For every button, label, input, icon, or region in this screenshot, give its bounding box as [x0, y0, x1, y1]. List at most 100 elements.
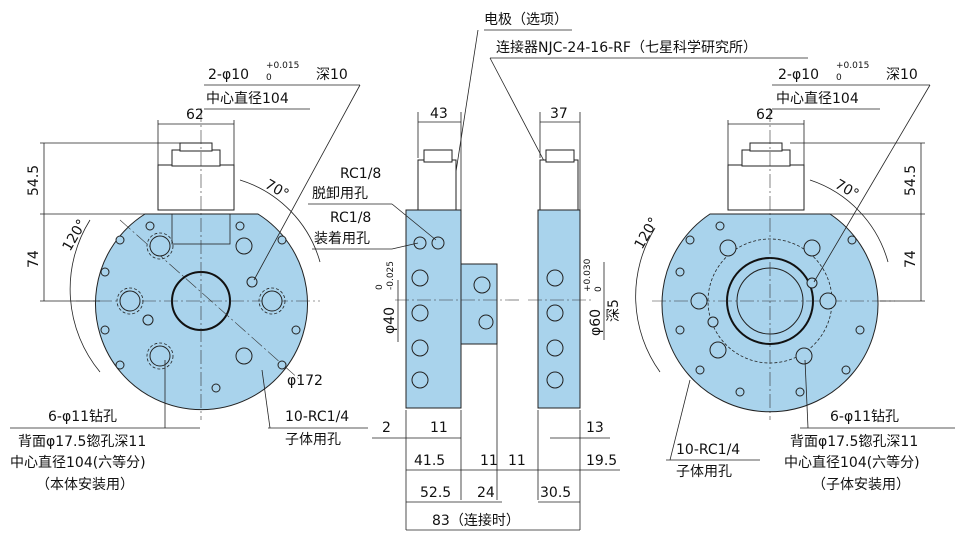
left-hole-f: [235, 347, 253, 365]
right-hole-e: [819, 292, 837, 310]
left-front-view: 62 54.5 74 120° 70° φ172 2-φ10 +0.015 0 …: [10, 61, 368, 493]
right-hole-pattern: [675, 221, 865, 397]
mid-dim-24: 24: [477, 485, 495, 501]
connector-label: 连接器NJC-24-16-RF（七星科学研究所）: [496, 39, 757, 56]
mid1-spigot-hole-1: [473, 276, 491, 294]
left-port-4: [115, 360, 125, 370]
right-hole-d: [803, 239, 821, 257]
left-arc-120: [69, 219, 101, 373]
left-pin-spec: 2-φ10: [208, 67, 249, 83]
mid1-connector: [417, 159, 457, 211]
right-drill-leader: [804, 359, 809, 429]
right-pin-spec: 2-φ10: [778, 67, 819, 83]
mid-rc1: RC1/8: [340, 166, 381, 182]
left-port-3: [100, 325, 110, 335]
right-drill-center: 中心直径104(六等分): [784, 454, 920, 471]
right-port-10: [685, 235, 695, 245]
right-angle-120: 120°: [632, 215, 663, 252]
mid-dim-11c: 11: [508, 453, 526, 469]
mid-dia-60: φ60: [588, 309, 604, 336]
right-connector-cap: [749, 142, 783, 152]
mid1-port-4: [411, 371, 429, 389]
left-port-1: [115, 235, 125, 245]
right-pin-tol-low: 0: [836, 73, 842, 83]
right-port-leader: [669, 379, 691, 461]
mid1-spigot-hole-2: [478, 314, 494, 330]
left-connector-top: [171, 149, 221, 167]
right-pin-center: 中心直径104: [776, 90, 859, 107]
mid-dim-43: 43: [430, 106, 448, 122]
left-angle-70: 70°: [262, 177, 292, 203]
right-port-9: [715, 221, 725, 231]
left-hole-b-cb: [116, 287, 144, 315]
left-hole-e: [261, 290, 283, 312]
middle-side-views: 43 37 RC1/8 脱卸用孔 RC1/8 装着用孔 φ40 0 -0.025…: [308, 106, 622, 531]
mid-tol40-low: -0.025: [386, 261, 396, 290]
mid2-port-1: [546, 269, 564, 287]
connector-leader: [489, 57, 554, 179]
right-hole-a: [719, 239, 737, 257]
right-dim-62: 62: [756, 107, 774, 123]
right-drill-spec: 6-φ11钻孔: [830, 409, 899, 425]
left-drill-purpose: （本体安装用）: [36, 477, 134, 493]
mid2-connector: [539, 159, 579, 211]
right-hole-f: [795, 347, 813, 365]
right-port-7: [855, 325, 865, 335]
left-port-10: [211, 383, 221, 393]
left-pin-leader: [253, 84, 361, 281]
right-port-5: [795, 387, 805, 397]
right-connector-base: [727, 164, 805, 211]
right-hole-b: [690, 292, 708, 310]
right-port-purpose: 子体用孔: [676, 464, 732, 480]
left-port-5: [145, 221, 155, 231]
mid-dim-83: 83（连接时）: [432, 512, 520, 529]
left-hole-c-cb: [146, 342, 174, 370]
mid2-connector-top: [545, 149, 575, 163]
mid-release: 脱卸用孔: [312, 186, 368, 202]
mid-dim-2: 2: [382, 420, 391, 436]
right-port-4: [735, 387, 745, 397]
mid-dia-40: φ40: [382, 307, 398, 334]
right-dim-54-5: 54.5: [903, 165, 919, 196]
mid-dim-41-5: 41.5: [414, 453, 445, 469]
left-hole-pattern: [100, 221, 301, 393]
left-drill-center: 中心直径104(六等分): [10, 454, 146, 471]
right-port-spec: 10-RC1/4: [676, 442, 740, 458]
left-pin-tol-up: +0.015: [266, 61, 299, 71]
right-port-1: [675, 267, 685, 277]
mid1-spigot: [460, 263, 498, 345]
mid2-port-2: [546, 304, 564, 322]
left-angle-120: 120°: [60, 217, 91, 254]
left-hole-c: [149, 345, 171, 367]
mid2-port-3: [546, 339, 564, 357]
left-pin-tol-low: 0: [266, 73, 272, 83]
right-port-3: [695, 365, 705, 375]
mid-release-leader: [391, 203, 437, 241]
mid1-port-attach: [431, 236, 445, 250]
left-pin-hole-2: [142, 314, 154, 326]
mid-rc2: RC1/8: [330, 210, 371, 226]
left-port-purpose: 子体用孔: [285, 432, 341, 448]
mid-tol60-up: +0.030: [583, 258, 593, 292]
right-arc-120: [635, 227, 661, 373]
left-connector-cap: [179, 142, 213, 152]
left-drill-cb: 背面φ17.5锪孔深11: [18, 434, 146, 450]
mid-dim-19-5: 19.5: [586, 453, 617, 469]
left-drill-spec: 6-φ11钻孔: [48, 409, 117, 425]
left-dim-62: 62: [186, 107, 204, 123]
right-dim-74: 74: [903, 250, 919, 268]
left-port-9: [277, 360, 287, 370]
left-dim-74: 74: [26, 250, 42, 268]
mid-tol60-low: 0: [594, 286, 604, 292]
right-drill-cb: 背面φ17.5锪孔深11: [790, 434, 918, 450]
left-port-2: [100, 267, 110, 277]
right-rear-view: 62 54.5 74 120° 70° 2-φ10 +0.015 0 深10 中…: [632, 61, 955, 493]
left-hole-d: [235, 237, 253, 255]
left-port-leader: [261, 369, 271, 429]
right-pin-depth: 深10: [886, 67, 918, 83]
right-hole-c: [709, 341, 727, 359]
mid-dim-11b: 11: [480, 453, 498, 469]
mid1-port-3: [411, 339, 429, 357]
mid2-port-4: [546, 371, 564, 389]
